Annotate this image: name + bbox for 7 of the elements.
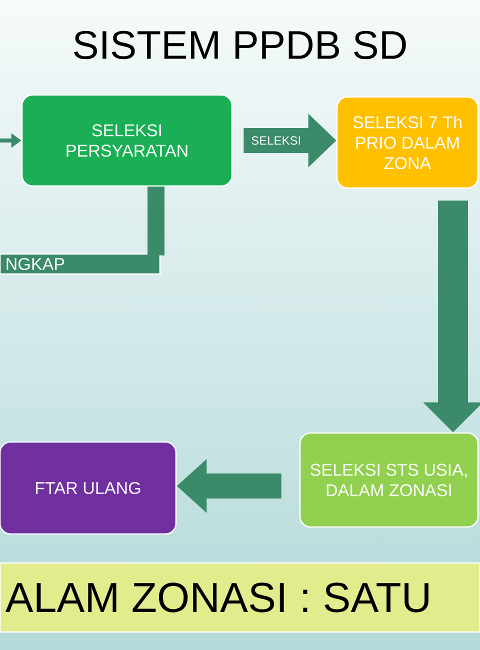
process-box: FTAR ULANG [0,441,177,535]
process-box: SELEKSI STS USIA, DALAM ZONASI [299,432,479,528]
banner: ALAM ZONASI : SATU [0,562,480,633]
process-box: SELEKSI 7 Th PRIO DALAM ZONA [336,96,479,189]
title: SISTEM PPDB SD [74,30,406,60]
process-box: SELEKSI PERSYARATAN [21,94,233,187]
band: NGKAP [0,253,161,275]
